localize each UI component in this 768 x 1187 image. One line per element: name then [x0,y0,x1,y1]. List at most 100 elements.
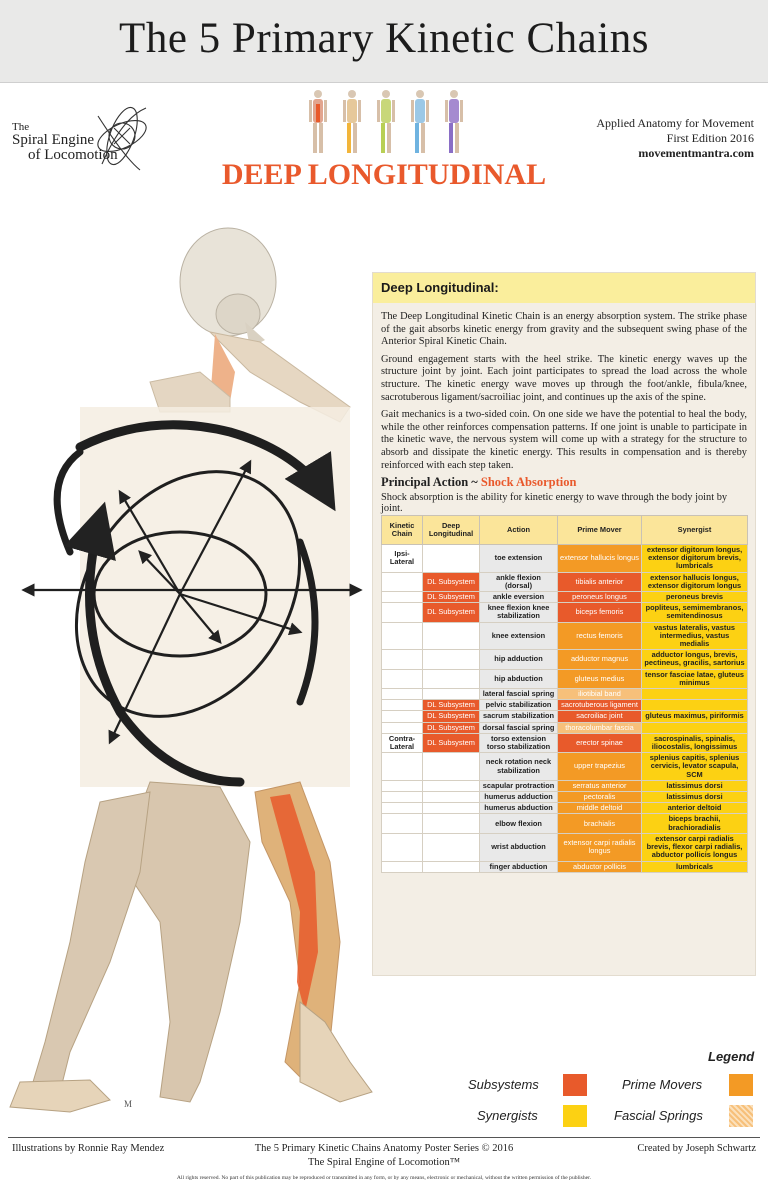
cell-kinetic-chain [381,802,423,815]
panel-paragraph: The Deep Longitudinal Kinetic Chain is a… [381,311,747,348]
cell-synergist: sacrospinalis, spinalis, iliocostalis, l… [641,732,748,754]
cell-synergist [641,721,748,734]
cell-kinetic-chain [381,591,423,604]
logo-line-3: of Locomotion [28,147,118,163]
publication-url: movementmantra.com [638,146,754,160]
cell-synergist [641,699,748,712]
col-header-deep-longitudinal: Deep Longitudinal [422,515,480,545]
cell-action: lateral fascial spring [479,688,558,701]
footer-illustrator: Illustrations by Ronnie Ray Mendez [12,1143,165,1154]
col-header-prime-mover: Prime Mover [557,515,642,545]
cell-action: ankle eversion [479,591,558,604]
footer-brand: The Spiral Engine of Locomotion™ [307,1157,460,1168]
cell-prime-mover: extensor carpi radialis longus [557,832,642,862]
cell-action: hip adduction [479,649,558,670]
cell-kinetic-chain [381,721,423,734]
publication-line-1: Applied Anatomy for Movement [596,116,754,130]
cell-action: elbow flexion [479,813,558,834]
cell-action: toe extension [479,544,558,573]
cell-prime-mover: sacrotuberous ligament [557,699,642,712]
cell-action: knee flexion knee stabilization [479,602,558,623]
panel-body: The Deep Longitudinal Kinetic Chain is a… [381,311,747,477]
cell-deep-longitudinal: DL Subsystem [422,591,480,604]
legend-prime-movers-label: Prime Movers [622,1077,703,1092]
rights-notice: All rights reserved. No part of this pub… [176,1175,592,1181]
cell-kinetic-chain [381,752,423,781]
svg-text:M: M [124,1099,132,1109]
cell-synergist: tensor fasciae latae, gluteus minimus [641,668,748,690]
cell-action: humerus adduction [479,791,558,804]
cell-deep-longitudinal: DL Subsystem [422,602,480,623]
cell-action: wrist abduction [479,832,558,862]
col-header-action: Action [479,515,558,545]
chain-thumbnails [309,90,463,153]
cell-synergist: biceps brachii, brachioradialis [641,813,748,834]
cell-prime-mover: pectoralis [557,791,642,804]
table-header-row: Kinetic Chain Deep Longitudinal Action P… [381,515,748,545]
footer-divider [8,1137,760,1138]
cell-prime-mover: peroneus longus [557,591,642,604]
cell-deep-longitudinal: DL Subsystem [422,699,480,712]
cell-synergist: peroneus brevis [641,591,748,604]
cell-kinetic-chain [381,860,423,873]
cell-prime-mover: adductor magnus [557,649,642,670]
legend-prime-movers-swatch [729,1074,753,1096]
cell-synergist: gluteus maximus, piriformis [641,710,748,723]
cell-synergist: extensor hallucis longus, extensor digit… [641,571,748,593]
cell-kinetic-chain [381,699,423,712]
cell-action: pelvic stabilization [479,699,558,712]
cell-kinetic-chain [381,832,423,862]
cell-kinetic-chain [381,779,423,793]
anatomy-figure: M [9,227,373,1113]
cell-action: neck rotation neck stabilization [479,752,558,781]
legend-fascial-springs-label: Fascial Springs [614,1108,703,1123]
publication-info: Applied Anatomy for Movement First Editi… [596,116,754,161]
cell-kinetic-chain [381,688,423,701]
cell-synergist: anterior deltoid [641,802,748,815]
cell-prime-mover: abductor pollicis [557,860,642,873]
cell-action: scapular protraction [479,779,558,793]
cell-kinetic-chain [381,791,423,804]
cell-synergist: latissimus dorsi [641,791,748,804]
cell-action: sacrum stabilization [479,710,558,723]
page-title: The 5 Primary Kinetic Chains [119,15,649,62]
cell-action: hip abduction [479,668,558,690]
title-bar [0,0,768,83]
cell-synergist: extensor carpi radialis brevis, flexor c… [641,832,748,862]
cell-deep-longitudinal: DL Subsystem [422,721,480,734]
cell-synergist: vastus lateralis, vastus intermedius, va… [641,621,748,651]
cell-prime-mover: gluteus medius [557,668,642,690]
cell-synergist: adductor longus, brevis, pectineus, grac… [641,649,748,670]
publication-line-2: First Edition 2016 [666,131,754,145]
cell-deep-longitudinal [422,779,480,793]
cell-action: torso extension torso stabilization [479,732,558,754]
cell-synergist: latissimus dorsi [641,779,748,793]
cell-deep-longitudinal [422,813,480,834]
cell-action: humerus abduction [479,802,558,815]
spiral-engine-logo [97,106,147,171]
chain-subtitle: DEEP LONGITUDINAL [221,158,547,191]
cell-deep-longitudinal: DL Subsystem [422,710,480,723]
cell-synergist: splenius capitis, splenius cervicis, lev… [641,752,748,781]
cell-kinetic-chain [381,813,423,834]
cell-prime-mover: middle deltoid [557,802,642,815]
cell-prime-mover: thoracolumbar fascia [557,721,642,734]
